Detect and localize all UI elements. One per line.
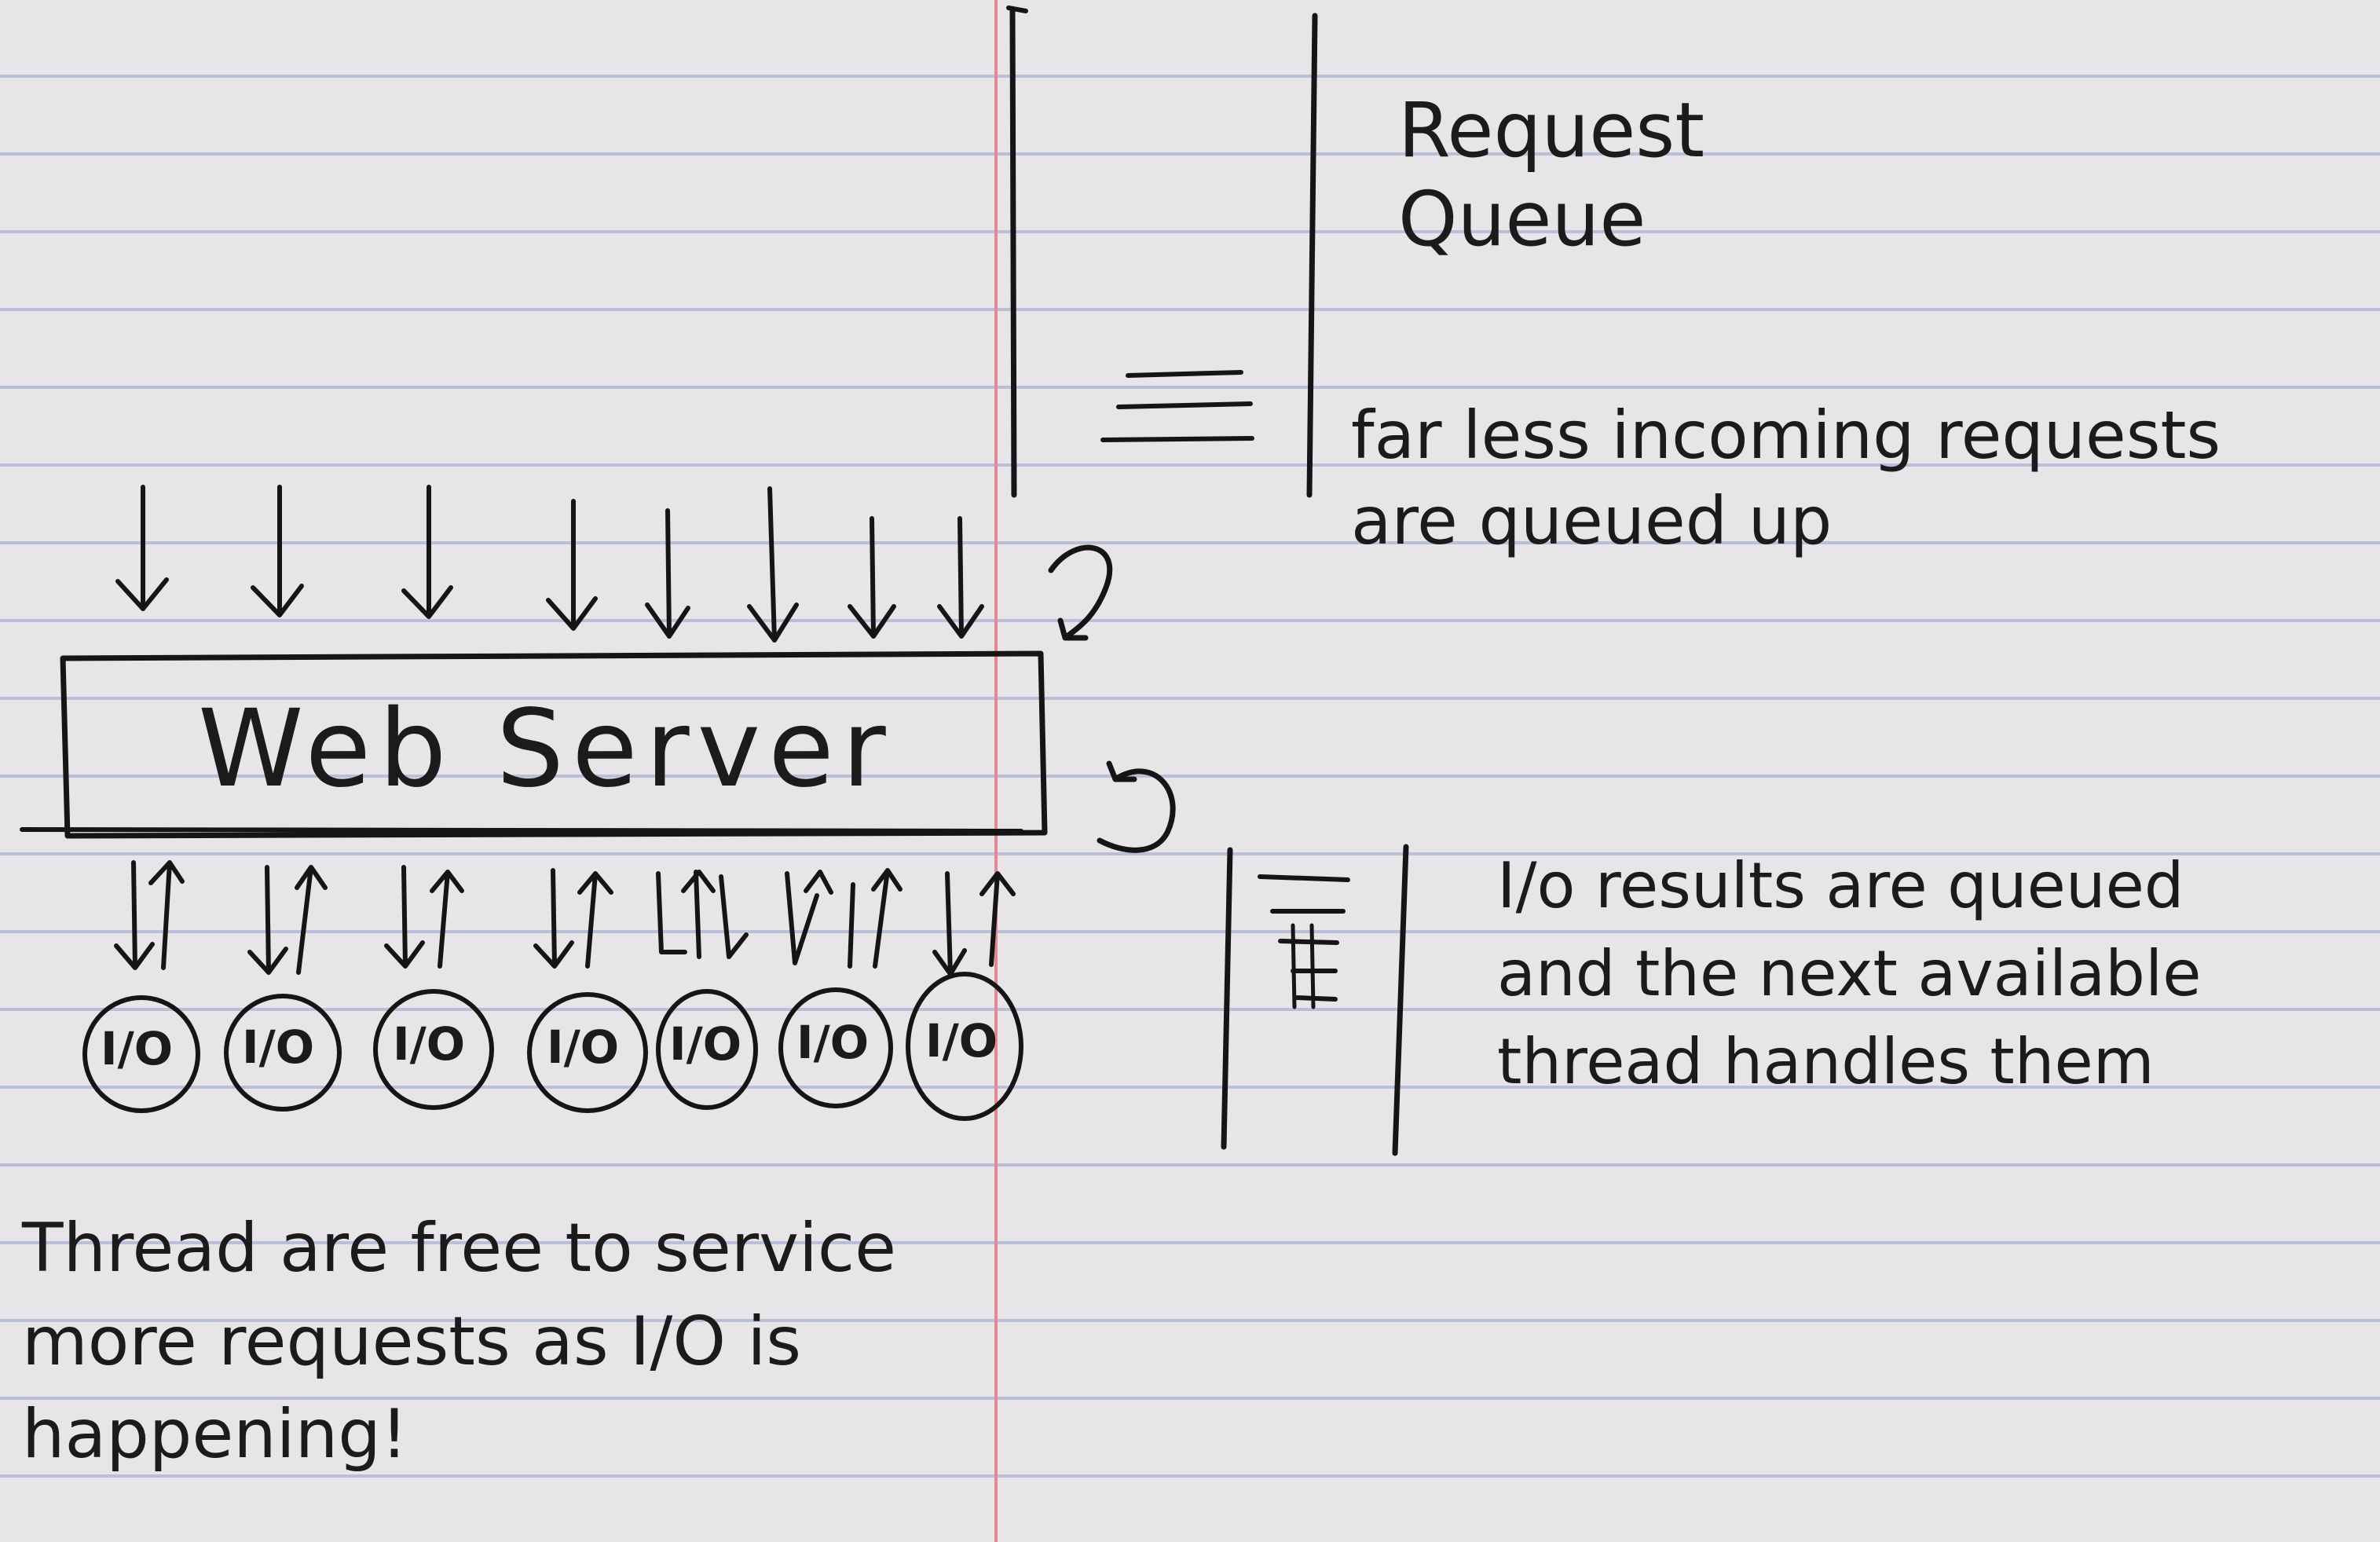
- io-results-queue-box: [1221, 844, 1409, 1156]
- footer-note: Thread are free to service more requests…: [22, 1209, 897, 1474]
- request-queue-box: [1006, 5, 1318, 498]
- request-queue-stack-icon: [1100, 370, 1254, 442]
- io-request-arrows: [114, 860, 1016, 976]
- io-thread-circles: [82, 972, 1023, 1121]
- io-thread-label: I/O: [669, 1017, 742, 1071]
- io-thread-label: I/O: [101, 1022, 174, 1075]
- io-return-swoosh-icon: [1097, 760, 1176, 853]
- io-thread-label: I/O: [547, 1020, 620, 1074]
- margin-line: [994, 0, 998, 1542]
- io-thread-label: I/O: [242, 1020, 315, 1074]
- web-server-label: Web Server: [198, 687, 894, 811]
- web-server-box: [20, 650, 1048, 839]
- incoming-swoosh-icon: [1048, 544, 1113, 641]
- request-queue-note: far less incoming requests are queued up: [1351, 397, 2221, 560]
- io-thread-label: I/O: [796, 1016, 870, 1069]
- request-queue-label: Request Queue: [1398, 86, 1704, 264]
- io-results-stack-icon: [1258, 874, 1350, 1009]
- io-thread-label: I/O: [393, 1017, 466, 1071]
- io-queue-note: I/o results are queued and the next avai…: [1497, 849, 2202, 1098]
- io-thread-label: I/O: [925, 1014, 998, 1068]
- incoming-request-arrows: [115, 485, 984, 643]
